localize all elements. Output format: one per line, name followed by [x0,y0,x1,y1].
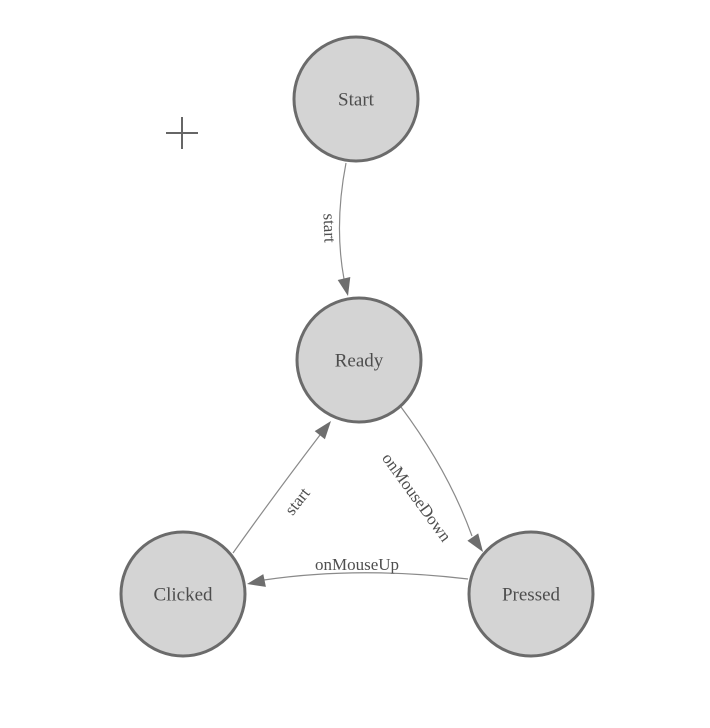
edge-start-to-ready: start [320,162,351,296]
arrowhead-into-ready-top [337,277,351,296]
arrowhead-into-clicked [247,574,266,587]
arrowhead-into-ready-bottom [314,421,331,440]
state-circle-clicked[interactable] [119,530,247,658]
edge-clicked-to-ready-path[interactable] [232,434,321,554]
edge-label-start-top: start [320,213,340,243]
edge-label-onmousedown: onMouseDown [378,449,455,545]
edge-start-to-ready-path[interactable] [338,162,347,280]
state-label-ready: Ready [335,351,384,372]
edge-label-start-bottom: start [281,484,314,519]
edge-pressed-to-clicked: onMouseUp [247,555,469,587]
state-node-clicked: Clicked [119,530,247,658]
state-node-ready: Ready [295,296,423,424]
edge-clicked-to-ready: start [232,421,331,554]
edge-ready-to-pressed-path[interactable] [400,406,473,537]
state-circle-pressed[interactable] [467,530,595,658]
plus-crosshair-icon [166,117,198,149]
state-node-start: Start [292,35,420,163]
edge-pressed-to-clicked-path[interactable] [263,572,469,581]
state-label-pressed: Pressed [502,585,561,606]
state-label-start: Start [338,90,375,111]
state-circle-start[interactable] [292,35,420,163]
arrowhead-into-pressed [467,533,483,552]
state-circle-ready[interactable] [295,296,423,424]
state-node-pressed: Pressed [467,530,595,658]
state-label-clicked: Clicked [153,585,213,606]
edge-label-onmouseup: onMouseUp [315,555,399,574]
edge-ready-to-pressed: onMouseDown [378,406,483,552]
